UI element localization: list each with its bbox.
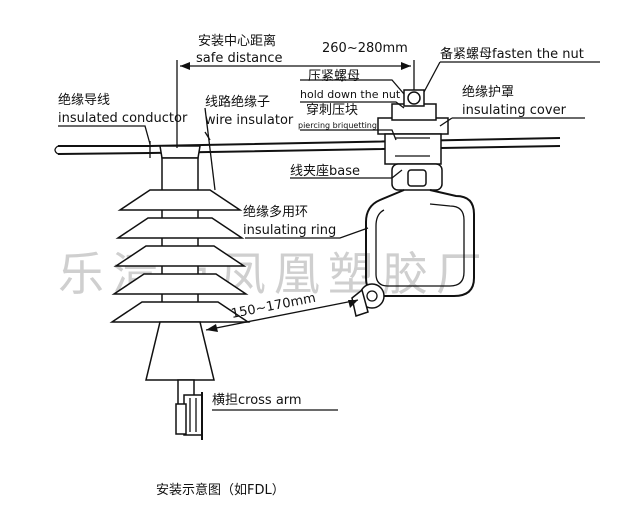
base-label: 线夹座base (290, 164, 360, 179)
center-distance-label: 安装中心距离 (198, 33, 276, 49)
ring-distance-dimension (205, 299, 359, 332)
insulated-conductor-cn-label: 绝缘导线 (58, 92, 110, 108)
leader-lines (58, 61, 600, 411)
insulated-conductor (54, 137, 561, 158)
insulated-conductor-en-label: insulated conductor (58, 111, 188, 126)
safe-distance-label: safe distance (196, 51, 283, 66)
hold-down-en-label: hold down the nut (300, 88, 401, 101)
wire-insulator (109, 145, 251, 436)
fasten-nut-label: 备紧螺母fasten the nut (440, 46, 584, 62)
insulating-ring (351, 189, 475, 317)
safe-distance-value: 260~280mm (322, 41, 408, 56)
piercing-en-label: piercing briquetting (298, 121, 377, 130)
diagram-caption: 安装示意图（如FDL） (156, 482, 285, 498)
piercing-cn-label: 穿刺压块 (306, 102, 358, 118)
insulating-cover-en-label: insulating cover (462, 103, 567, 118)
wire-insulator-cn-label: 线路绝缘子 (205, 94, 270, 110)
wire-insulator-en-label: wire insulator (205, 113, 294, 128)
cross-arm-label: 横担cross arm (212, 393, 302, 408)
cross-arm (175, 392, 203, 440)
insulating-ring-cn-label: 绝缘多用环 (243, 204, 308, 220)
hold-down-cn-label: 压紧螺母 (308, 69, 360, 84)
insulating-ring-en-label: insulating ring (243, 223, 336, 238)
safe-distance-dimension (176, 60, 415, 148)
clamp-assembly (377, 89, 449, 191)
insulating-cover-cn-label: 绝缘护罩 (462, 84, 514, 100)
